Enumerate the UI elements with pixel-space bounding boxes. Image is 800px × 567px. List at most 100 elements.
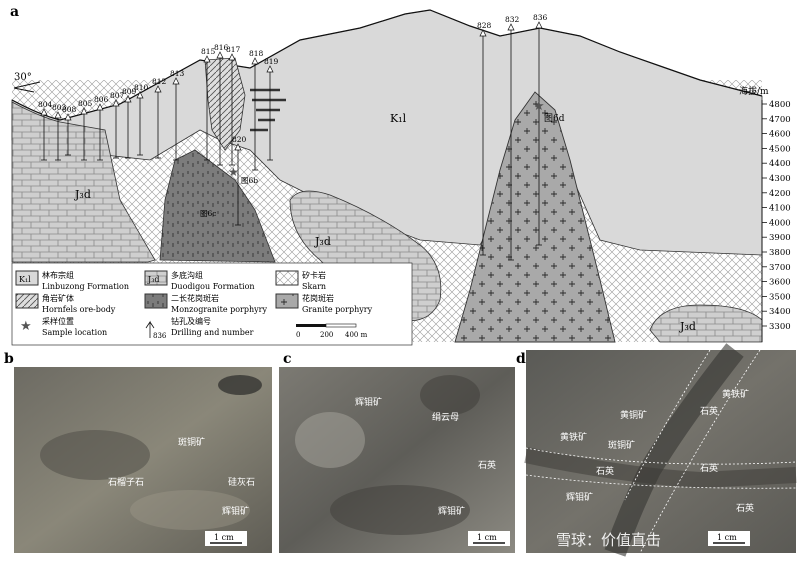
drill-hole: 819	[264, 57, 279, 161]
label-quartz-d2: 石英	[596, 465, 614, 477]
y-tick-label: 3700	[769, 263, 791, 273]
drill-label: 806	[94, 95, 109, 104]
y-tick-label: 4000	[769, 218, 791, 228]
svg-text:K₁l: K₁l	[19, 275, 31, 284]
drill-hole: 808	[62, 105, 77, 156]
duodigou-formation-left	[11, 101, 156, 263]
label-molybdenite: 辉钼矿	[222, 505, 249, 517]
label-molybdenite-2: 辉钼矿	[438, 505, 465, 517]
svg-text:采样位置: 采样位置	[42, 316, 74, 326]
drill-label: 818	[249, 49, 264, 58]
svg-text:1 cm: 1 cm	[717, 533, 737, 542]
drill-hole: 836	[533, 13, 548, 246]
label-k1l: K₁l	[390, 112, 407, 125]
drill-label: 805	[78, 99, 93, 108]
y-axis-ticks: 4800470046004500440043004200410040003900…	[762, 100, 791, 332]
drill-hole: 832	[505, 15, 520, 261]
drill-hole: 805	[78, 99, 93, 161]
svg-text:林布宗组: 林布宗组	[42, 270, 74, 280]
drill-hole: 818	[249, 49, 264, 171]
svg-text:二长花岗斑岩: 二长花岗斑岩	[171, 293, 219, 303]
label-molybdenite-1: 辉钼矿	[355, 396, 382, 408]
drill-hole: 828	[477, 21, 492, 256]
label-bornite-d: 斑铜矿	[608, 439, 635, 451]
drill-hole: 810	[134, 83, 149, 156]
scale-bar-d: 1 cm	[708, 531, 750, 546]
drill-label: 828	[477, 21, 492, 30]
label-molybdenite-d: 辉钼矿	[566, 491, 593, 503]
legend: K₁l 林布宗组 Linbuzong Formation J₃d 多底沟组 Du…	[11, 262, 413, 346]
y-tick-label: 3900	[769, 233, 791, 243]
figref-6d: 图6d	[544, 113, 565, 124]
label-j3d-left: J₃d	[74, 188, 91, 201]
svg-text:★: ★	[20, 319, 32, 334]
drill-label: 816	[214, 43, 229, 52]
label-quartz-d3: 石英	[700, 462, 718, 474]
sample-star-6b: ★	[228, 165, 239, 179]
drill-hole: 809	[122, 87, 137, 159]
svg-text:Skarn: Skarn	[302, 282, 326, 291]
hornfels-ore-body	[204, 57, 246, 151]
y-tick-label: 4100	[769, 204, 791, 214]
y-tick-label: 3400	[769, 307, 791, 317]
y-tick-label: 3600	[769, 278, 791, 288]
scale-bar-b: 1 cm	[205, 531, 247, 546]
legend-item-drill: 836 钻孔及编号 Drilling and number	[145, 316, 254, 340]
label-garnet: 石榴子石	[108, 476, 144, 488]
y-tick-label: 4400	[769, 159, 791, 169]
drill-label: 819	[264, 57, 279, 66]
drill-hole: 813	[170, 69, 185, 161]
y-tick-label: 4500	[769, 144, 791, 154]
granite-porphyry	[454, 91, 616, 343]
y-tick-label: 3500	[769, 292, 791, 302]
svg-text:400 m: 400 m	[345, 331, 368, 339]
y-axis-label: 海拔/m	[739, 85, 769, 97]
scale-bar: 0 200 400 m	[296, 323, 368, 339]
legend-item-sample: ★ 采样位置 Sample location	[20, 316, 107, 337]
svg-text:花岗斑岩: 花岗斑岩	[302, 293, 334, 303]
drill-hole: 815	[201, 47, 216, 161]
svg-text:836: 836	[153, 332, 167, 340]
panel-b-label: b	[4, 351, 14, 367]
drill-label: 803	[52, 103, 67, 112]
y-tick-label: 4600	[769, 130, 791, 140]
svg-text:角岩矿体: 角岩矿体	[42, 293, 74, 303]
watermark: 雪球：价值直击	[556, 531, 661, 549]
svg-text:30°: 30°	[14, 72, 32, 83]
y-tick-label: 4700	[769, 115, 791, 125]
sample-star-6d: ★	[533, 99, 545, 114]
photo-c: c 辉钼矿 绢云母 石英 辉钼矿 1 cm	[279, 351, 515, 553]
drill-label: 810	[134, 83, 149, 92]
drill-hole: 816	[214, 43, 229, 166]
dip-symbol: 30°	[13, 72, 41, 93]
panel-d-label: d	[516, 351, 526, 367]
svg-text:Monzogranite porphyry: Monzogranite porphyry	[171, 305, 267, 314]
drill-hole: 804	[38, 100, 53, 161]
monzogranite-porphyry	[159, 149, 276, 263]
drill-hole: 806	[94, 95, 109, 161]
label-chalcopyrite: 黄铜矿	[620, 409, 647, 421]
y-tick-label: 3300	[769, 322, 791, 332]
svg-text:Duodigou Formation: Duodigou Formation	[171, 282, 255, 291]
drill-label: 817	[226, 45, 241, 54]
drill-label: 836	[533, 13, 548, 22]
drill-label: 807	[110, 91, 125, 100]
svg-text:Sample location: Sample location	[42, 328, 107, 337]
drill-hole: 803	[52, 103, 67, 161]
svg-text:200: 200	[320, 331, 333, 339]
svg-text:钻孔及编号: 钻孔及编号	[171, 316, 211, 326]
drill-label: 808	[62, 105, 77, 114]
label-j3d-middle: J₃d	[314, 235, 331, 248]
svg-text:J₃d: J₃d	[147, 275, 160, 284]
svg-text:0: 0	[296, 331, 300, 339]
drill-hole: 812	[152, 77, 167, 159]
y-tick-label: 4300	[769, 174, 791, 184]
label-j3d-right: J₃d	[679, 320, 696, 333]
svg-text:多底沟组: 多底沟组	[171, 270, 203, 280]
legend-item-skarn: 矽卡岩 Skarn	[275, 270, 326, 291]
label-quartz-d1: 石英	[700, 405, 718, 417]
legend-item-linbuzong: K₁l 林布宗组 Linbuzong Formation	[15, 270, 129, 291]
svg-text:1 cm: 1 cm	[477, 533, 497, 542]
